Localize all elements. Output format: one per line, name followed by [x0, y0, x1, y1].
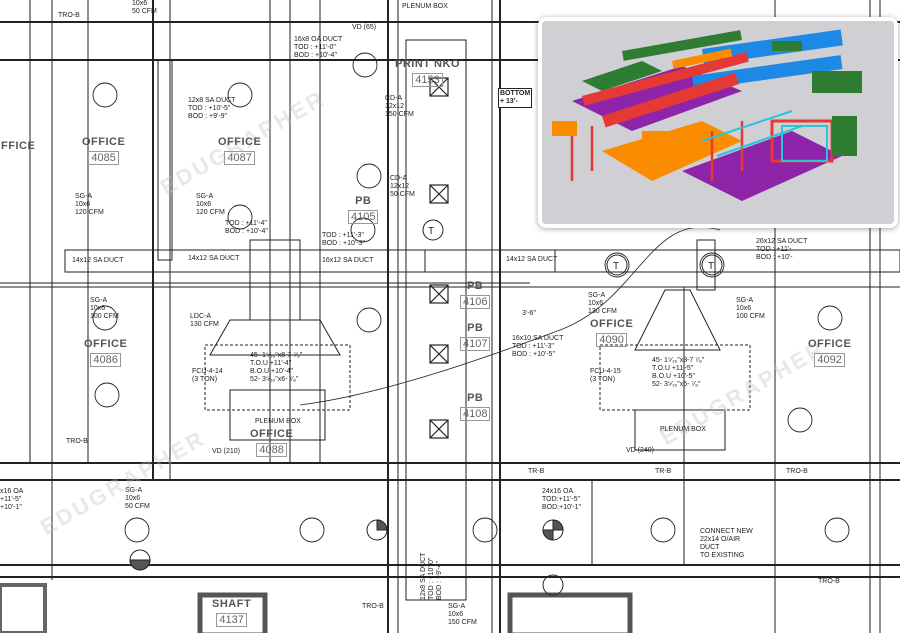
- annotation: x16 OA +11'-5" +10'-1": [0, 488, 24, 511]
- annotation: 14x12 SA DUCT: [72, 257, 124, 264]
- annotation: TR-B: [528, 468, 545, 475]
- annotation: LDC-A 130 CFM: [190, 313, 219, 328]
- annotation: TRO-B: [66, 438, 88, 445]
- annotation: TOD : +11'-3" BOD : +10'-3": [322, 232, 365, 247]
- annotation: 3'-6": [522, 310, 536, 317]
- room-label: OFFICE: [0, 140, 36, 152]
- 3d-duct-model-inset: [538, 17, 898, 228]
- thermostat-icon: T: [613, 261, 619, 272]
- annotation: SG-A 10x6 120 CFM: [75, 193, 104, 216]
- annotation: 14x12 SA DUCT: [188, 255, 240, 262]
- annotation: SG-A 10x6 150 CFM: [448, 603, 477, 626]
- annotation: PLENUM BOX: [255, 418, 301, 425]
- thermostat-icon: T: [428, 226, 434, 237]
- annotation: TRO-B: [786, 468, 808, 475]
- annotation: TOD : +11'-4" BOD : +10'-4": [225, 220, 268, 235]
- annotation: TRO-B: [58, 12, 80, 19]
- annotation: 24x16 OA TOD:+11'-5" BOD:+10'-1": [542, 488, 582, 511]
- annotation: 12x8 SA DUCT TOD : +10'-5" BOD : +9'-9": [188, 97, 236, 120]
- annotation: FCU-4-14 (3 TON): [192, 368, 223, 383]
- annotation: SG-A 10x6 100 CFM: [736, 297, 765, 320]
- annotation: PLENUM BOX: [660, 426, 706, 433]
- annotation: 10x6 50 CFM: [132, 0, 157, 15]
- annotation: FCU-4-15 (3 TON): [590, 368, 621, 383]
- annotation: VD (65): [352, 24, 377, 31]
- annotation: 16x8 OA DUCT TOD : +11'-0" BOD : +10'-4": [294, 36, 343, 59]
- annotation: SG-A 10x6 50 CFM: [125, 487, 150, 510]
- annotation: SG-A 10x6 130 CFM: [588, 292, 617, 315]
- annotation: SG-A 10x6 100 CFM: [90, 297, 119, 320]
- annotation: 12x8 SA DUCT TOD : +10'-0" BOD : +9'-4": [420, 552, 443, 600]
- annotation: CD-A 12x12 150 CFM: [385, 95, 414, 118]
- annotation: TRO-B: [818, 578, 840, 585]
- annotation: VD (240): [626, 447, 655, 454]
- annotation: PLENUM BOX: [402, 3, 448, 10]
- annotation: 26x12 SA DUCT TOD : +11'- BOD : +10'-: [756, 238, 808, 261]
- annotation: CONNECT NEW 22x14 O/AIR DUCT TO EXISTING: [700, 528, 753, 559]
- annotation: 45- 1⁵⁄₁₆"x8-7 ⁷⁄₈" T.O.U +11'-5" B.O.U …: [652, 357, 705, 388]
- annotation: TR-B: [655, 468, 672, 475]
- annotation: 16x12 SA DUCT: [322, 257, 374, 264]
- annotation: 16x10 SA DUCT TOD : +11'-3" BOD : +10'-5…: [512, 335, 564, 358]
- thermostat-icon: T: [708, 261, 714, 272]
- annotation: SG-A 10x6 120 CFM: [196, 193, 225, 216]
- annotation: BOTTOM + 13'-: [498, 88, 533, 108]
- annotation: 14x12 SA DUCT: [506, 256, 558, 263]
- annotation: TRO-B: [362, 603, 384, 610]
- annotation: VD (210): [212, 448, 241, 455]
- annotation: 45- 1⁵⁄₁₆"x8-7 ⁷⁄₈" T.O.U +11'-4" B.O.U …: [250, 352, 303, 383]
- annotation: CD-A 12x12 50 CFM: [390, 175, 415, 198]
